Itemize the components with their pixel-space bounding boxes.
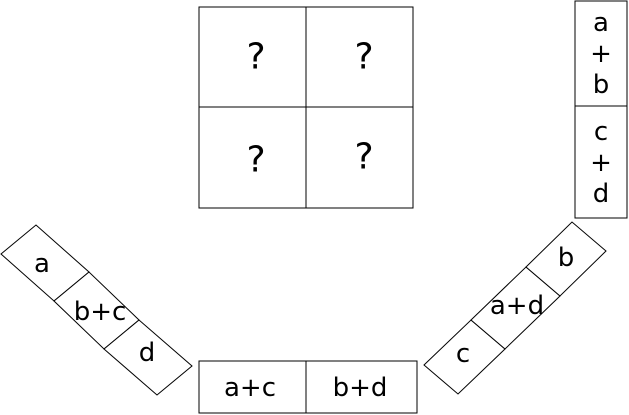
grid-cell-label: ?	[246, 140, 265, 181]
stacked-label-line: b	[593, 70, 610, 100]
stacked-label-line: c	[594, 117, 608, 147]
stacked-label-line: +	[590, 39, 612, 69]
bottom-strip-cell-right: b+d	[305, 360, 418, 414]
grid-cell-bottom-left: ?	[198, 106, 307, 209]
right-diagonal-strip: c a+d b	[423, 221, 607, 395]
grid-cell-label: ?	[354, 137, 373, 178]
right-strip-cell-3: b	[525, 221, 607, 297]
strip-label: c	[456, 339, 470, 369]
vertical-strip-cell-bottom: c+d	[574, 105, 628, 219]
strip-label: a+d	[490, 291, 544, 321]
unknown-grid: ? ? ? ?	[198, 6, 414, 209]
strip-label: b	[558, 243, 575, 273]
vertical-strip: a+b c+d	[574, 0, 628, 219]
strip-label: b+c	[74, 297, 127, 327]
left-strip-cell-3: d	[103, 319, 193, 396]
grid-cell-top-left: ?	[198, 6, 307, 108]
stacked-label: c+d	[590, 117, 612, 209]
grid-cell-label: ?	[354, 37, 373, 78]
strip-label: a+c	[224, 373, 276, 403]
stacked-label-line: d	[593, 179, 610, 209]
left-diagonal-strip: a b+c d	[0, 224, 193, 396]
strip-label: a	[34, 249, 50, 279]
bottom-strip: a+c b+d	[198, 360, 418, 414]
strip-label: d	[139, 338, 156, 368]
stacked-label: a+b	[590, 8, 612, 100]
grid-cell-label: ?	[246, 37, 265, 78]
stacked-label-line: a	[593, 8, 609, 38]
bottom-strip-cell-left: a+c	[198, 360, 307, 414]
grid-cell-bottom-right: ?	[305, 106, 414, 209]
grid-cell-top-right: ?	[305, 6, 414, 108]
vertical-strip-cell-top: a+b	[574, 0, 628, 107]
stacked-label-line: +	[590, 148, 612, 178]
strip-label: b+d	[333, 373, 388, 403]
left-strip-cell-2: b+c	[53, 271, 140, 350]
right-strip-cell-2: a+d	[470, 266, 561, 350]
